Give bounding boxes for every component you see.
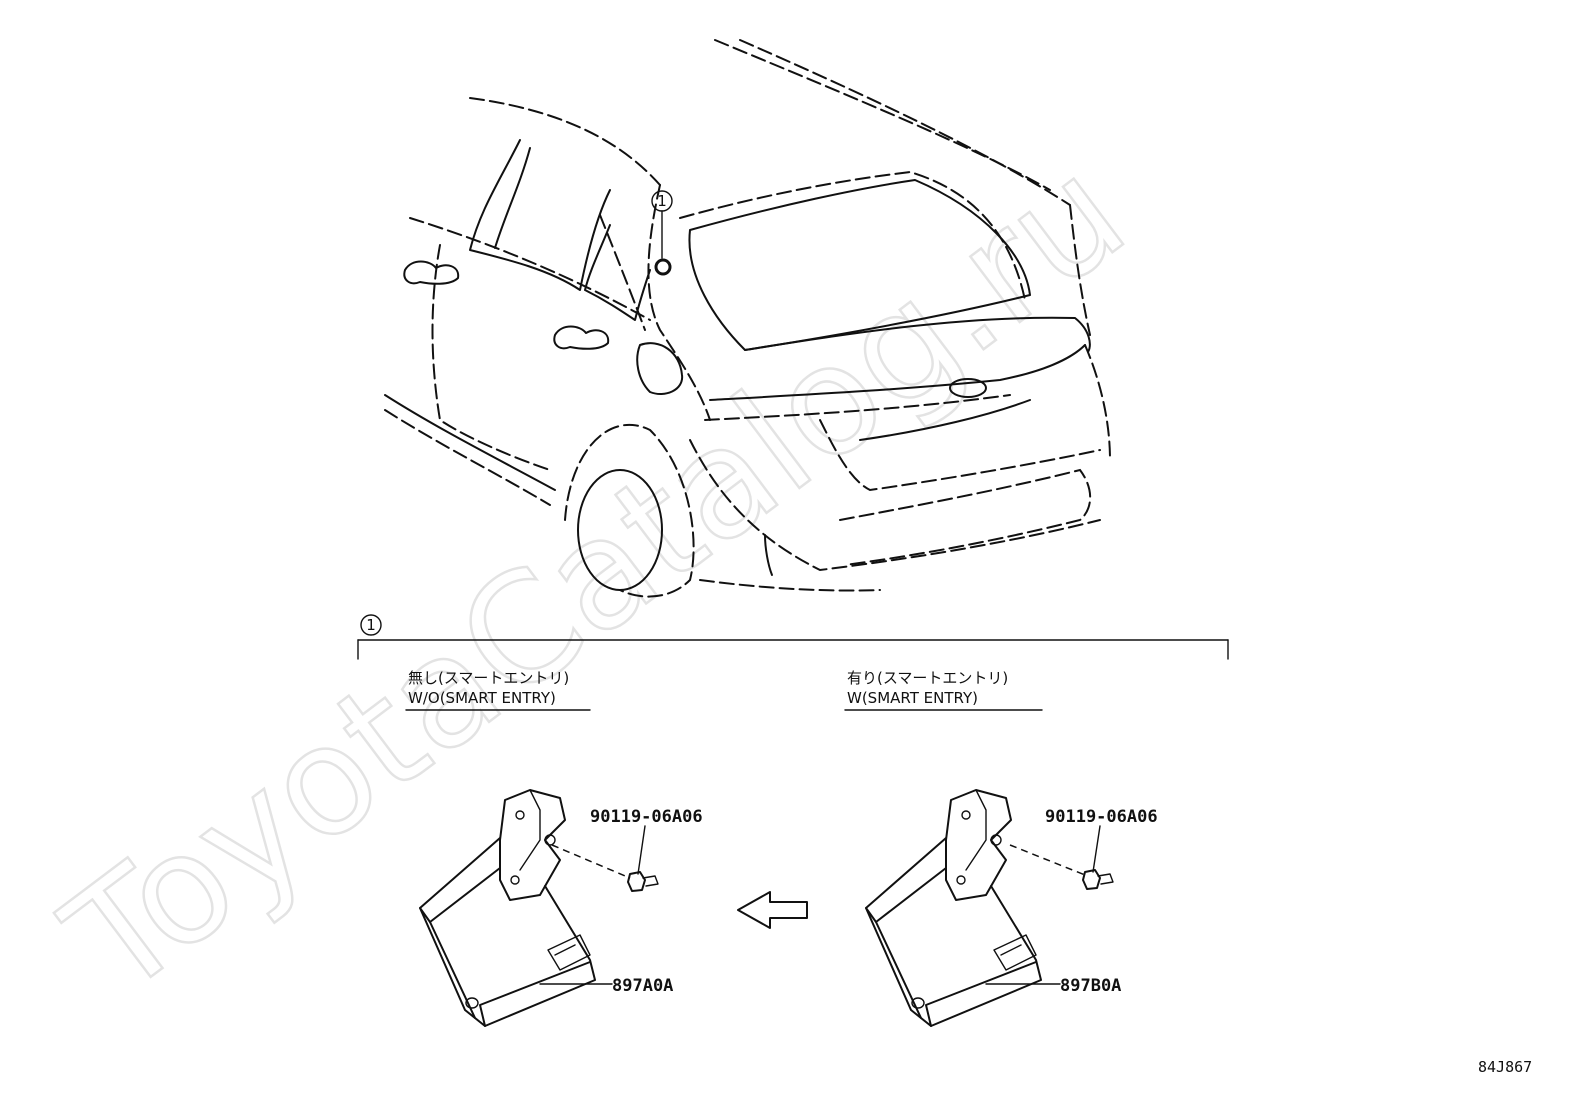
svg-text:W(SMART ENTRY): W(SMART ENTRY) (847, 689, 978, 707)
svg-text:1: 1 (657, 192, 667, 210)
callout-1-on-car: 1 (651, 190, 673, 276)
module-left-part-number: 897A0A (612, 976, 673, 996)
bolt-right-part-number: 90119-06A06 (1045, 807, 1158, 827)
variant-left-condition: 無し(スマートエントリ) W/O(SMART ENTRY) (405, 669, 591, 711)
bolt-left-part-number: 90119-06A06 (590, 807, 703, 827)
detail-section-bracket: 1 (357, 614, 1229, 660)
module-right-part-number: 897B0A (1060, 976, 1121, 996)
module-left (419, 789, 659, 1027)
svg-text:1: 1 (366, 616, 376, 634)
module-right (865, 789, 1114, 1027)
svg-text:W/O(SMART ENTRY): W/O(SMART ENTRY) (408, 689, 556, 707)
svg-text:有り(スマートエントリ): 有り(スマートエントリ) (847, 669, 1008, 687)
variant-right-condition: 有り(スマートエントリ) W(SMART ENTRY) (844, 669, 1043, 711)
svg-text:無し(スマートエントリ): 無し(スマートエントリ) (408, 669, 569, 687)
drawing-number: 84J867 (1478, 1058, 1532, 1076)
arrow-left-icon (737, 891, 808, 929)
car-rear-view (384, 39, 1111, 598)
